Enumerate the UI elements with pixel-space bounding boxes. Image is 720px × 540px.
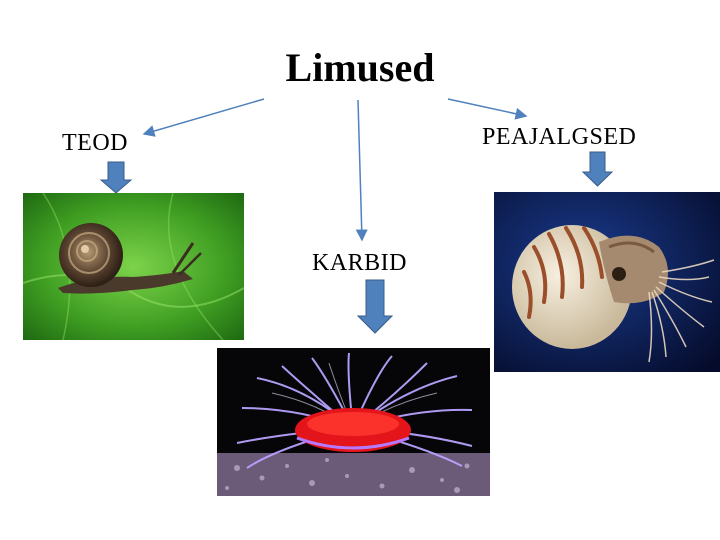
nautilus-photo (494, 192, 720, 372)
arrow-to-peajalgsed (448, 99, 526, 116)
arrow-to-teod (144, 99, 264, 134)
anemone-photo (217, 348, 490, 496)
snail-photo (23, 193, 244, 340)
label-karbid: KARBID (312, 250, 407, 277)
label-peajalgsed: PEAJALGSED (482, 124, 636, 151)
block-arrow-karbid (358, 280, 392, 333)
diagram-title: Limused (250, 44, 470, 91)
arrow-to-karbid (358, 100, 362, 240)
block-arrow-peajalgsed (583, 152, 612, 186)
block-arrow-teod (101, 162, 131, 193)
label-teod: TEOD (62, 130, 128, 157)
